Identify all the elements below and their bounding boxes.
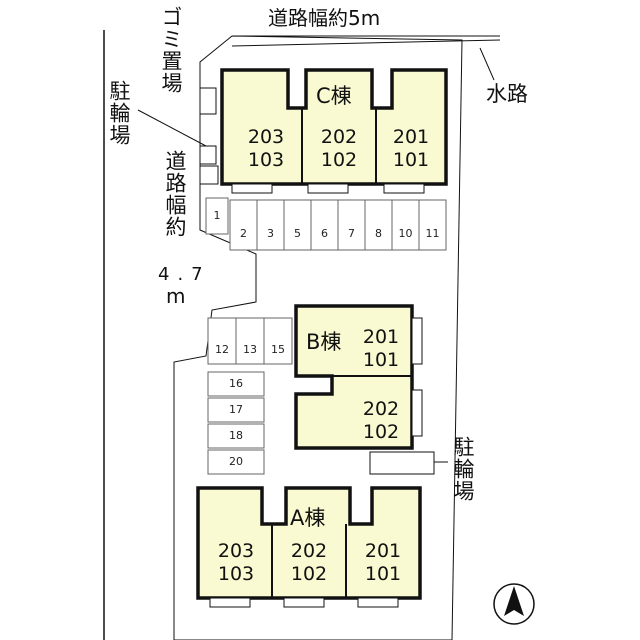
garbage-label: ゴミ置場: [159, 6, 183, 94]
balcony: [383, 183, 425, 194]
left-road-width: 4.7: [158, 264, 211, 285]
unit-c-2: 202 102: [320, 126, 358, 171]
bike-area-right: [369, 451, 435, 475]
balcony: [209, 597, 251, 608]
balcony: [411, 389, 423, 437]
unit-b-2: 202 102: [362, 398, 400, 443]
parking-space-number: 15: [271, 343, 285, 356]
parking-space-number: 8: [375, 227, 382, 240]
parking-row-2: [207, 317, 293, 365]
unit-c-3: 201 101: [392, 126, 430, 171]
parking-space-number: 17: [229, 403, 243, 416]
north-arrow-icon: [493, 583, 535, 625]
parking-space-number: 16: [229, 377, 243, 390]
parking-space-number: 11: [425, 227, 440, 240]
building-a: [196, 486, 422, 600]
building-c-name: C棟: [316, 84, 352, 108]
parking-row-1: [205, 197, 447, 251]
unit-a-3: 201 101: [364, 540, 402, 585]
building-b-name: B棟: [306, 330, 342, 354]
parking-space-number: 5: [294, 227, 301, 240]
balcony: [231, 183, 273, 194]
parking-space-number: 12: [215, 343, 229, 356]
parking-space-number: 7: [348, 227, 355, 240]
unit-a-1: 203 103: [217, 540, 255, 585]
parking-space-number: 18: [229, 429, 243, 442]
bike-parking-right-label: 駐輪場: [451, 436, 475, 502]
parking-column: [207, 371, 265, 475]
balcony: [357, 597, 399, 608]
unit-a-2: 202 102: [290, 540, 328, 585]
parking-space-number: 10: [398, 227, 413, 240]
garbage-area: [199, 87, 217, 115]
waterway-label: 水路: [486, 82, 528, 106]
parking-space-number: 20: [229, 455, 243, 468]
parking-space-number: 6: [321, 227, 328, 240]
unit-b-1: 201 101: [362, 326, 400, 371]
waterway-line: [231, 39, 501, 47]
waterway-leader: [479, 47, 495, 81]
bike-parking-left-label: 駐輪場: [107, 80, 131, 146]
left-road-unit: m: [166, 284, 186, 308]
balcony: [283, 597, 325, 608]
bike-area-left: [199, 145, 217, 165]
building-c: [220, 68, 448, 186]
building-a-name: A棟: [290, 506, 326, 530]
balcony: [411, 317, 423, 365]
top-road-label: 道路幅約5m: [268, 6, 381, 30]
parking-space-number: 3: [267, 227, 274, 240]
parking-space-number: 1: [213, 209, 221, 222]
bike-left-leader: [137, 109, 207, 147]
left-road-label: 道路幅約: [163, 150, 187, 238]
parking-space-number: 2: [240, 227, 247, 240]
unit-c-1: 203 103: [247, 126, 285, 171]
parking-space-number: 13: [243, 343, 257, 356]
balcony: [307, 183, 349, 194]
